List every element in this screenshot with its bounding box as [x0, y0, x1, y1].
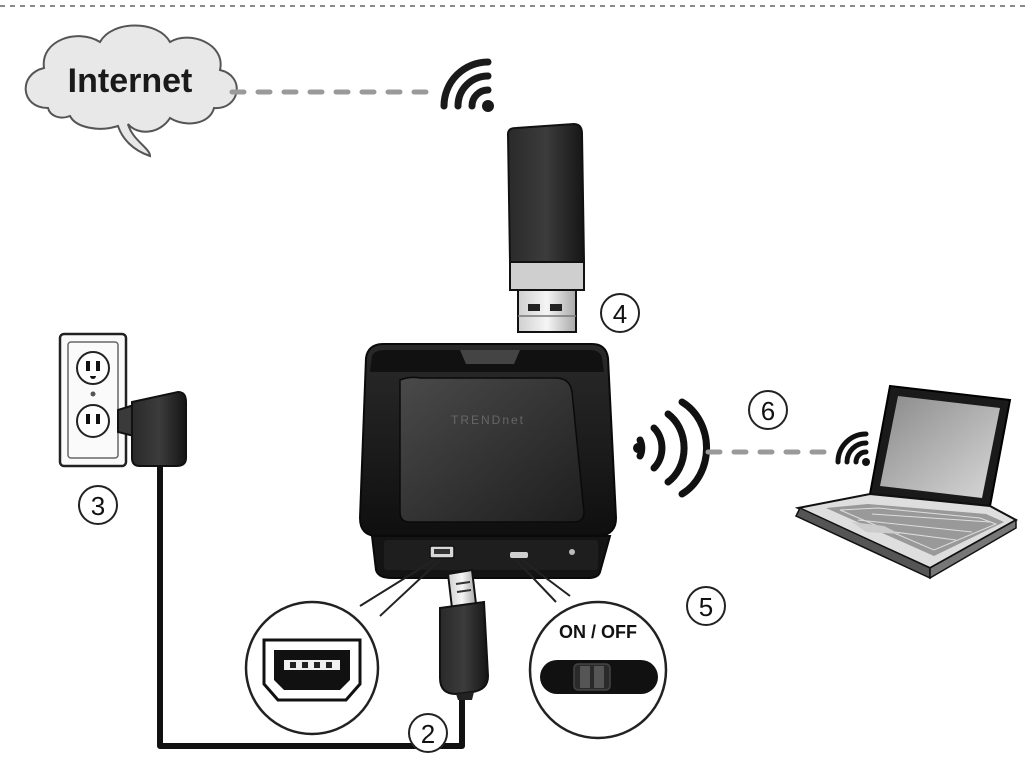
power-cable	[157, 466, 465, 749]
wifi-signal-icon	[440, 58, 494, 112]
power-switch-label: ON / OFF	[559, 622, 637, 642]
internet-label: Internet	[68, 62, 193, 100]
mini-usb-port-closeup	[244, 600, 380, 736]
callout-2-number: 2	[421, 719, 435, 749]
power-adapter	[117, 390, 187, 467]
callout-4: 4	[600, 293, 640, 333]
wall-outlet	[58, 332, 128, 468]
callout-6-number: 6	[761, 396, 775, 426]
port-callout-line	[379, 559, 441, 617]
usb-modem-dongle	[506, 122, 586, 333]
laptop-computer	[794, 384, 1019, 580]
callout-5: 5	[686, 586, 726, 626]
port-callout-line-2	[359, 559, 435, 607]
callout-3: 3	[78, 485, 118, 525]
wireless-router: TRENDnet	[358, 343, 618, 579]
mini-usb-cable-plug	[439, 568, 490, 700]
callout-4-number: 4	[613, 299, 627, 329]
switch-callout-line	[515, 559, 557, 603]
svg-text:TRENDnet: TRENDnet	[451, 413, 525, 427]
power-switch-closeup	[528, 600, 668, 740]
callout-3-number: 3	[91, 491, 105, 521]
wifi-signal-icon	[835, 431, 870, 466]
broadcast-icon	[633, 398, 710, 498]
switch-callout-line-2	[521, 559, 571, 597]
callout-5-number: 5	[699, 592, 713, 622]
callout-6: 6	[748, 390, 788, 430]
callout-2: 2	[408, 713, 448, 753]
internet-cloud	[24, 24, 238, 158]
